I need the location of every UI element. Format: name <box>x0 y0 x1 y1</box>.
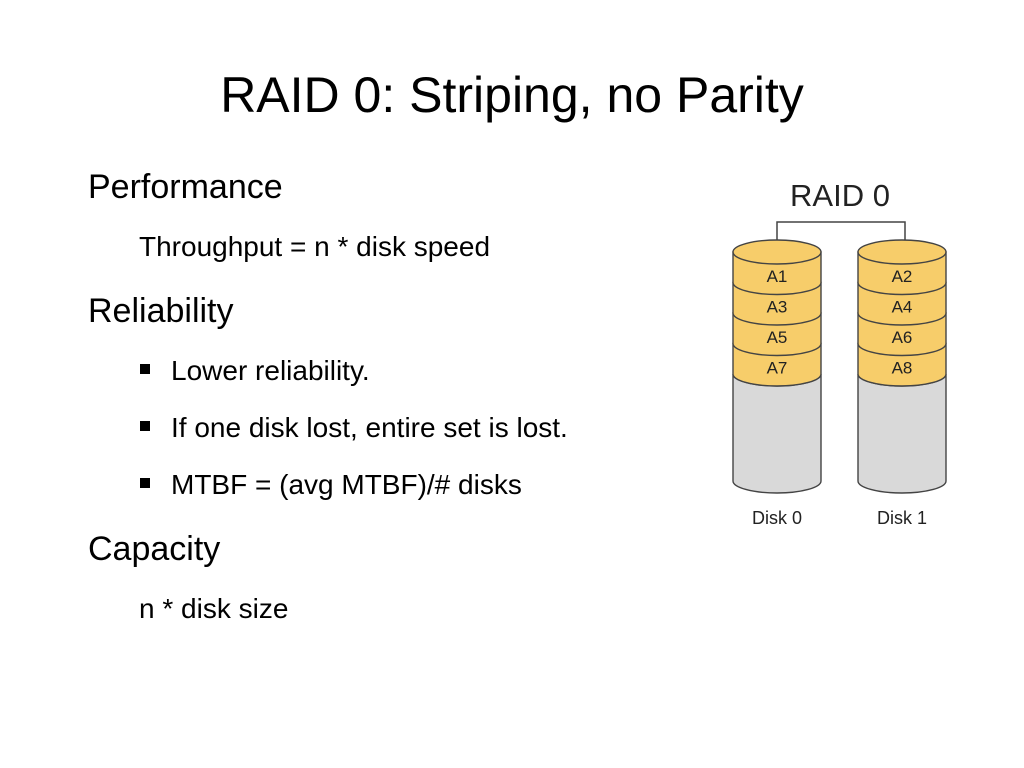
bullet-item: Lower reliability. <box>140 354 370 388</box>
disk-body <box>857 373 947 494</box>
heading-capacity: Capacity <box>88 530 221 568</box>
block-label: A7 <box>767 359 788 378</box>
bullet-text: MTBF = (avg MTBF)/# disks <box>171 469 522 500</box>
disk-label: Disk 0 <box>752 508 802 528</box>
throughput-text: Throughput = n * disk speed <box>139 231 491 262</box>
bullet-item: MTBF = (avg MTBF)/# disks <box>140 468 522 502</box>
bullet-text: If one disk lost, entire set is lost. <box>171 412 568 443</box>
square-bullet-icon <box>140 477 150 488</box>
block-label: A3 <box>767 298 788 317</box>
slide-title: RAID 0: Striping, no Parity <box>220 67 804 123</box>
block-label: A8 <box>892 359 913 378</box>
capacity-text: n * disk size <box>139 593 289 624</box>
block-label: A5 <box>767 328 788 347</box>
heading-reliability: Reliability <box>88 292 234 330</box>
block-label: A4 <box>892 298 913 317</box>
square-bullet-icon <box>140 420 150 431</box>
disk-body <box>732 373 822 494</box>
connector-line <box>776 221 906 244</box>
block-label: A1 <box>767 267 788 286</box>
block-label: A2 <box>892 267 913 286</box>
diagram-title: RAID 0 <box>790 178 890 213</box>
square-bullet-icon <box>140 363 150 374</box>
bullet-text: Lower reliability. <box>171 355 370 386</box>
disk-top-cap <box>732 239 822 265</box>
bullet-item: If one disk lost, entire set is lost. <box>140 411 568 445</box>
disk-top-cap <box>857 239 947 265</box>
disk-label: Disk 1 <box>877 508 927 528</box>
block-label: A6 <box>892 328 913 347</box>
bullet-list: Performance Throughput = n * disk speed … <box>88 168 568 624</box>
heading-performance: Performance <box>88 168 283 206</box>
